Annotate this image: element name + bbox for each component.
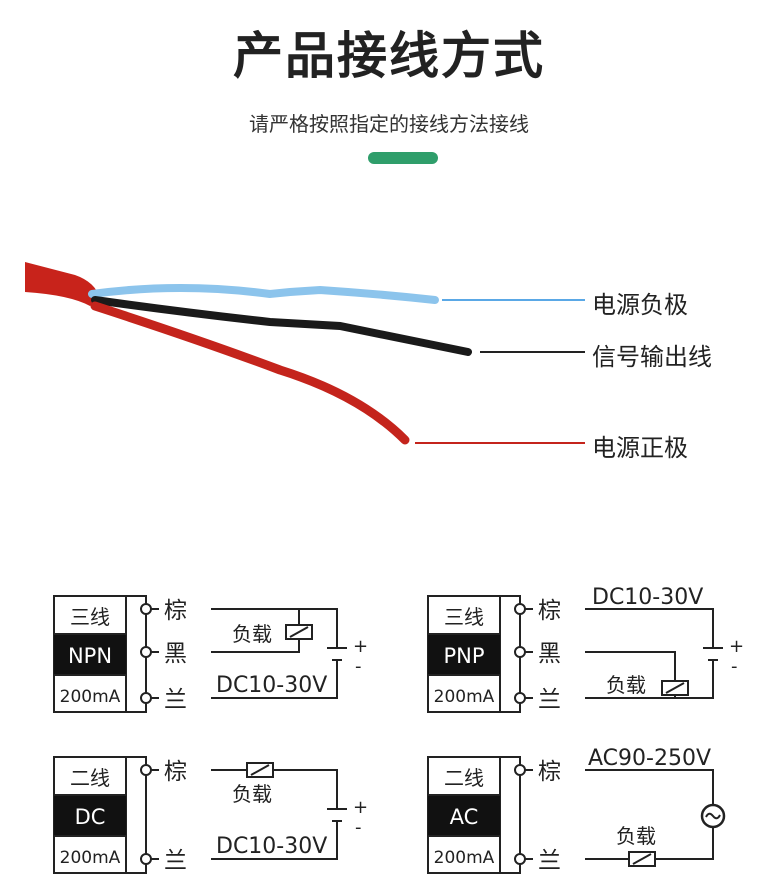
minus-sign: - (355, 656, 362, 677)
plus-sign: + (353, 636, 368, 657)
wire (211, 608, 338, 648)
minus-sign: - (355, 817, 362, 838)
sensor-type-label: AC (450, 805, 479, 829)
red-sheath (25, 262, 100, 306)
load-coil-slash (665, 682, 685, 694)
wire (585, 608, 714, 648)
diagram-body: 三线 NPN 200mA 棕黑兰 负载 DC10-30V +- (53, 595, 368, 713)
type-band (428, 795, 500, 836)
terminal-color-label: 兰 (164, 687, 187, 713)
wiring-diagram-dc: 二线 DC 200mA 棕兰 负载 DC10-30V +- (53, 756, 368, 874)
wiring-diagram-pnp: 三线 PNP 200mA 棕黑兰 负载 DC10-30V +- (427, 585, 744, 713)
plus-sign: + (353, 797, 368, 818)
wire (585, 769, 714, 804)
sensor-type-label: NPN (68, 644, 112, 668)
label-signal: 信号输出线 (592, 343, 712, 371)
accent-divider (368, 152, 438, 164)
terminal-color-label: 兰 (538, 848, 561, 874)
wire (273, 769, 338, 809)
wire-count-label: 二线 (444, 766, 484, 790)
diagram-body: 二线 DC 200mA 棕兰 负载 DC10-30V +- (53, 756, 368, 874)
current-rating-label: 200mA (434, 848, 495, 868)
terminal-color-label: 兰 (538, 687, 561, 713)
plus-sign: + (729, 636, 744, 657)
diagram-body: 三线 PNP 200mA 棕黑兰 负载 DC10-30V +- (427, 585, 744, 713)
terminal-icon (140, 692, 152, 704)
page-subtitle: 请严格按照指定的接线方法接线 (249, 112, 529, 136)
load-coil-slash (632, 853, 652, 865)
minus-sign: - (731, 656, 738, 677)
terminal-icon (514, 853, 526, 865)
load-label: 负载 (232, 782, 272, 806)
wire-count-label: 三线 (70, 605, 110, 629)
terminal-icon (140, 603, 152, 615)
blue-wire (88, 284, 439, 304)
terminal-icon (514, 603, 526, 615)
wire-count-label: 三线 (444, 605, 484, 629)
type-band (428, 634, 500, 675)
sensor-type-label: PNP (443, 644, 484, 668)
cable-photo (25, 262, 585, 445)
terminal-color-label: 棕 (164, 759, 187, 785)
terminal-color-label: 黑 (538, 641, 561, 667)
wire (211, 821, 338, 860)
label-positive: 电源正极 (592, 434, 688, 462)
wire (211, 640, 300, 653)
red-wire (90, 301, 410, 445)
current-rating-label: 200mA (60, 687, 121, 707)
terminal-icon (140, 853, 152, 865)
wire-count-label: 二线 (70, 766, 110, 790)
label-negative: 电源负极 (592, 291, 688, 319)
load-coil-slash (250, 764, 270, 776)
current-rating-label: 200mA (60, 848, 121, 868)
terminal-color-label: 棕 (538, 598, 561, 624)
ac-wave-icon (705, 812, 721, 820)
sensor-type-label: DC (75, 805, 106, 829)
diagram-body: 二线 AC 200mA 棕兰 负载 AC90-250V (427, 746, 726, 874)
wire (585, 651, 676, 680)
supply-label: DC10-30V (216, 834, 327, 859)
load-coil-slash (289, 626, 309, 638)
terminal-icon (514, 646, 526, 658)
wiring-diagram-ac: 二线 AC 200mA 棕兰 负载 AC90-250V (427, 746, 726, 874)
terminal-icon (514, 692, 526, 704)
type-band (54, 634, 126, 675)
page-title: 产品接线方式 (233, 27, 545, 85)
terminal-icon (514, 764, 526, 776)
wiring-diagram-npn: 三线 NPN 200mA 棕黑兰 负载 DC10-30V +- (53, 595, 368, 713)
wire (211, 660, 338, 699)
terminal-icon (140, 646, 152, 658)
current-rating-label: 200mA (434, 687, 495, 707)
wire (585, 660, 714, 699)
supply-label: DC10-30V (216, 673, 327, 698)
load-label: 负载 (616, 824, 656, 848)
type-band (54, 795, 126, 836)
black-wire (91, 296, 472, 356)
supply-label: AC90-250V (588, 746, 711, 771)
load-label: 负载 (606, 673, 646, 697)
wire (656, 828, 714, 860)
terminal-icon (140, 764, 152, 776)
terminal-color-label: 兰 (164, 848, 187, 874)
terminal-color-label: 棕 (538, 759, 561, 785)
supply-label: DC10-30V (592, 585, 703, 610)
terminal-color-label: 黑 (164, 641, 187, 667)
terminal-color-label: 棕 (164, 598, 187, 624)
load-label: 负载 (232, 622, 272, 646)
